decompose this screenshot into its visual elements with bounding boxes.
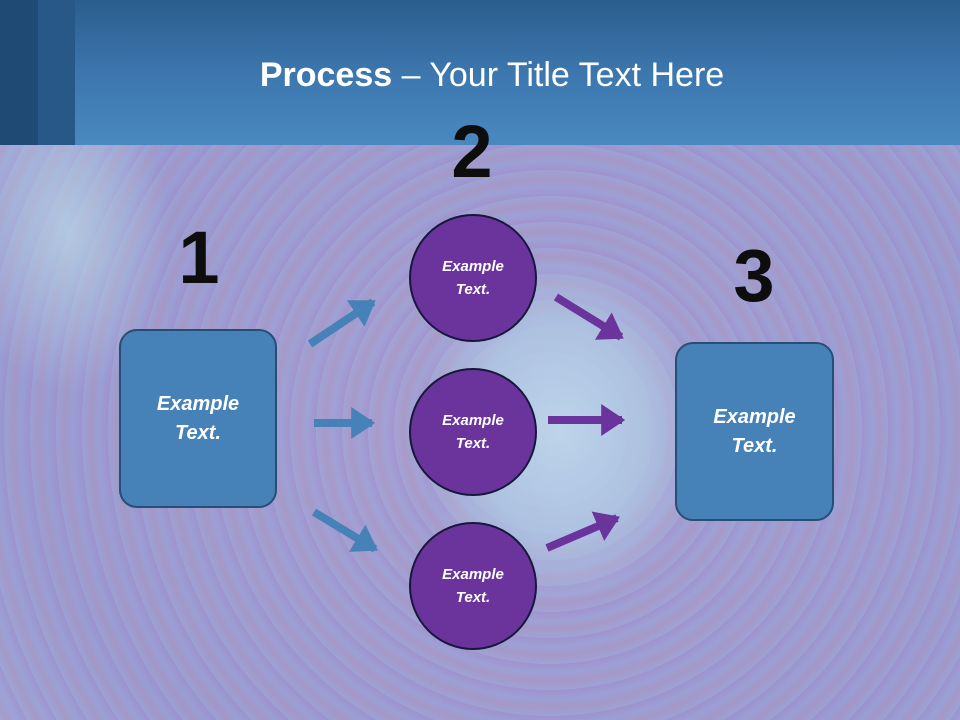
slide-title[interactable]: Process – Your Title Text Here [0, 54, 960, 96]
step-1-text: Example Text. [156, 392, 240, 444]
step-2-circle-bottom[interactable]: Example Text. [409, 522, 537, 650]
step-2-circle-middle[interactable]: Example Text. [409, 368, 537, 496]
step-3-text: Example Text. [713, 405, 796, 457]
step-1-box[interactable]: Example Text. [119, 329, 277, 508]
step-number-2: 2 [451, 110, 493, 193]
step-2-circle-bottom-text: Example Text. [442, 566, 504, 606]
step-number-1: 1 [178, 216, 220, 299]
step-2-circle-top-text: Example Text. [442, 258, 504, 298]
header-accent-dark [0, 0, 38, 145]
step-2-circle-top[interactable]: Example Text. [409, 214, 537, 342]
title-bar: Process – Your Title Text Here [0, 0, 960, 145]
header-accent-mid [38, 0, 75, 145]
arrow-2-top-to-3 [553, 293, 624, 341]
arrow-2-bottom-to-3 [545, 511, 620, 552]
title-bold: Process [259, 56, 393, 94]
arrow-1-to-2-top [307, 298, 376, 348]
step-3-box[interactable]: Example Text. [675, 342, 834, 521]
step-number-3: 3 [733, 234, 775, 317]
step-2-circle-middle-text: Example Text. [442, 412, 504, 452]
arrow-1-to-2-bottom [311, 508, 378, 553]
title-rest: – Your Title Text Here [392, 56, 725, 94]
